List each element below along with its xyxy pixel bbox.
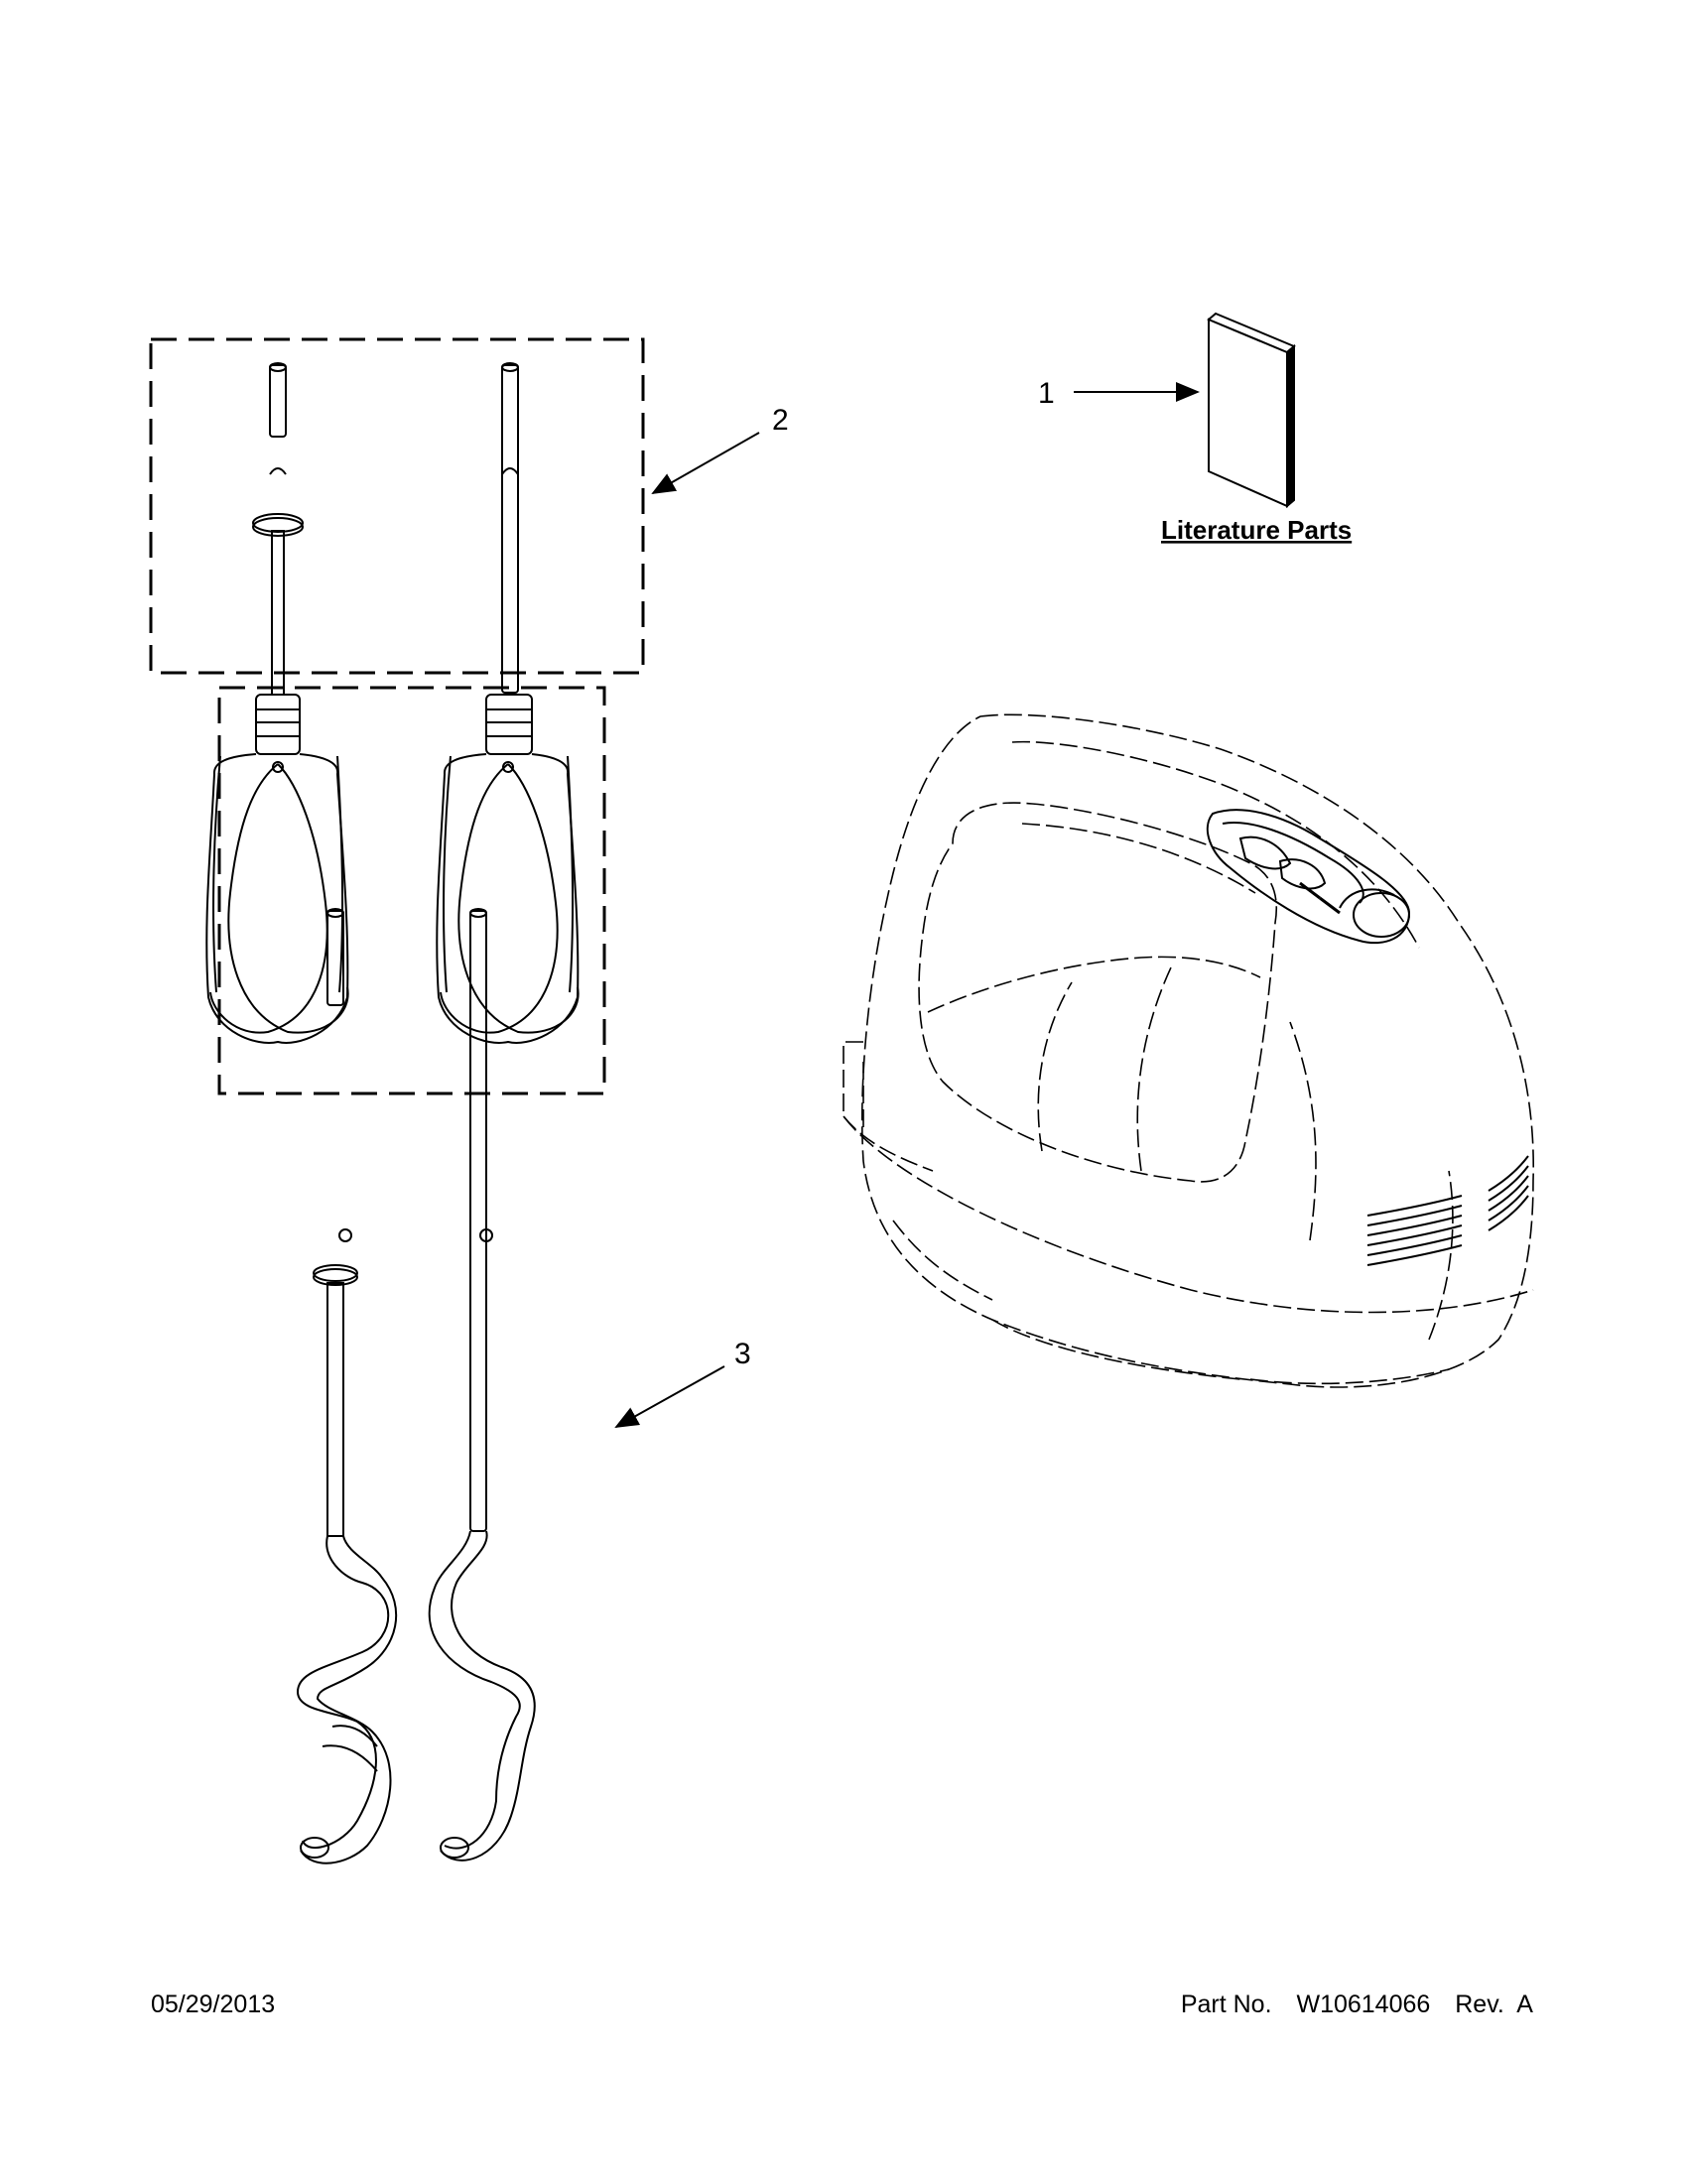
callout-number-2: 2 xyxy=(772,404,789,437)
footer-date: 05/29/2013 xyxy=(151,1991,276,2018)
beaters-callout-leader xyxy=(651,432,760,494)
beater-right xyxy=(436,362,580,1044)
dough-hook-left xyxy=(296,908,398,1864)
literature-parts-label: Literature Parts xyxy=(1161,515,1352,545)
footer-part-info: Part No. W10614066 Rev. A xyxy=(1181,1991,1533,2019)
mixer-vent-front xyxy=(1366,1195,1463,1266)
mixer-speed-control xyxy=(1206,809,1411,945)
dough-hooks-group-box xyxy=(217,686,606,1095)
part-number: W10614066 xyxy=(1296,1991,1431,2018)
mixer-vent-side xyxy=(1488,1155,1529,1231)
callout-number-1: 1 xyxy=(1038,377,1055,410)
dough-hooks-callout-leader xyxy=(614,1365,725,1428)
dough-hook-right xyxy=(428,908,536,1862)
beater-left xyxy=(205,362,349,1044)
beaters-group-box xyxy=(149,337,645,675)
literature-booklet xyxy=(1207,312,1296,509)
revision: Rev. A xyxy=(1455,1991,1533,2018)
callout-number-3: 3 xyxy=(734,1338,751,1370)
part-label: Part No. xyxy=(1180,1991,1272,2018)
hand-mixer-body xyxy=(843,713,1535,1388)
